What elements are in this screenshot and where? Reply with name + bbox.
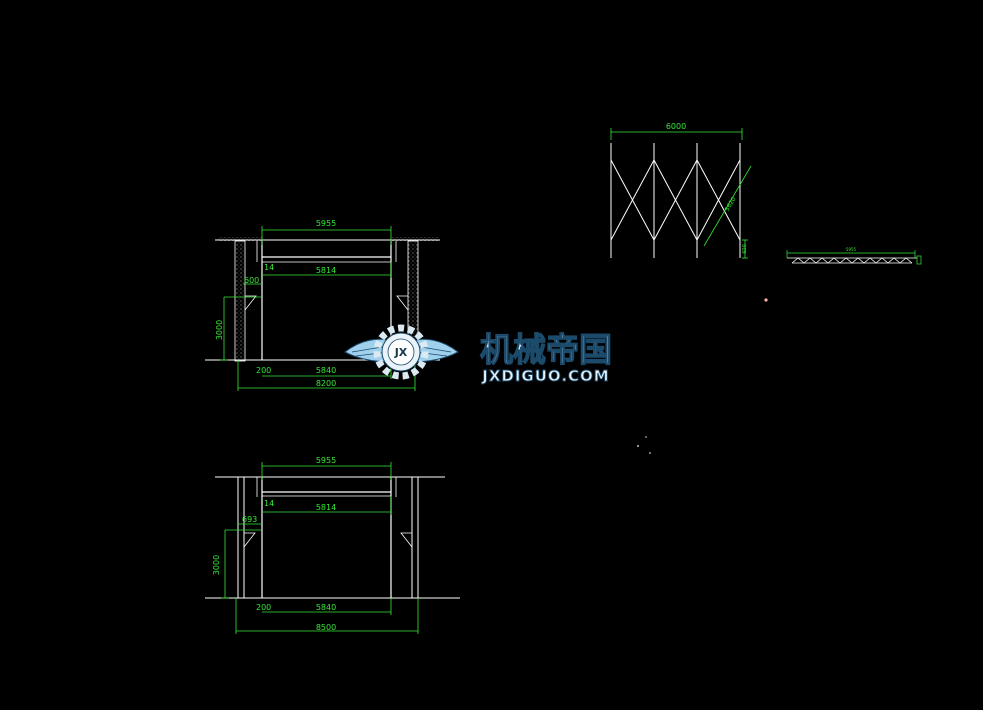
logo-title-en: JXDIGUO.COM bbox=[481, 367, 609, 385]
section-a-dim-beam: 5814 bbox=[316, 266, 336, 275]
gear-icon bbox=[373, 324, 429, 380]
section-b-dim-height: 3000 bbox=[212, 555, 221, 575]
section-b-dim-small-top: 14 bbox=[264, 499, 274, 508]
section-a-dim-height: 3000 bbox=[215, 320, 224, 340]
section-a-dim-top: 5955 bbox=[316, 219, 336, 228]
stray-points bbox=[637, 298, 768, 454]
section-b-dim-overall: 8500 bbox=[316, 623, 336, 632]
truss-dim-length: 5955 bbox=[846, 247, 857, 252]
section-b-dim-inner: 5840 bbox=[316, 603, 336, 612]
section-b-dim-offset: 693 bbox=[242, 515, 257, 524]
watermark-logo: JX 机械帝国 JXDIGUO.COM bbox=[344, 324, 613, 385]
bracing-dim-width: 6000 bbox=[666, 122, 686, 131]
section-b-dim-top: 5955 bbox=[316, 456, 336, 465]
section-a-dim-inner: 5840 bbox=[316, 366, 336, 375]
section-b-dim-post: 200 bbox=[256, 603, 271, 612]
section-a-dim-offset: 600 bbox=[244, 276, 259, 285]
section-b-drawing: 5955 5814 14 693 3000 200 5840 8500 bbox=[205, 456, 460, 634]
bracing-elevation-drawing: 6000 5620 600 bbox=[610, 122, 752, 259]
bracing-dim-diagonal: 5620 bbox=[724, 196, 738, 213]
section-b-dim-beam: 5814 bbox=[316, 503, 336, 512]
logo-title-cn: 机械帝国 bbox=[480, 330, 612, 369]
truss-drawing: 5955 bbox=[786, 247, 922, 265]
section-a-dim-overall: 8200 bbox=[316, 379, 336, 388]
bracing-dim-side: 600 bbox=[742, 244, 748, 254]
section-a-dim-post: 200 bbox=[256, 366, 271, 375]
section-a-dim-small-top: 14 bbox=[264, 263, 274, 272]
logo-badge-text: JX bbox=[394, 346, 408, 359]
